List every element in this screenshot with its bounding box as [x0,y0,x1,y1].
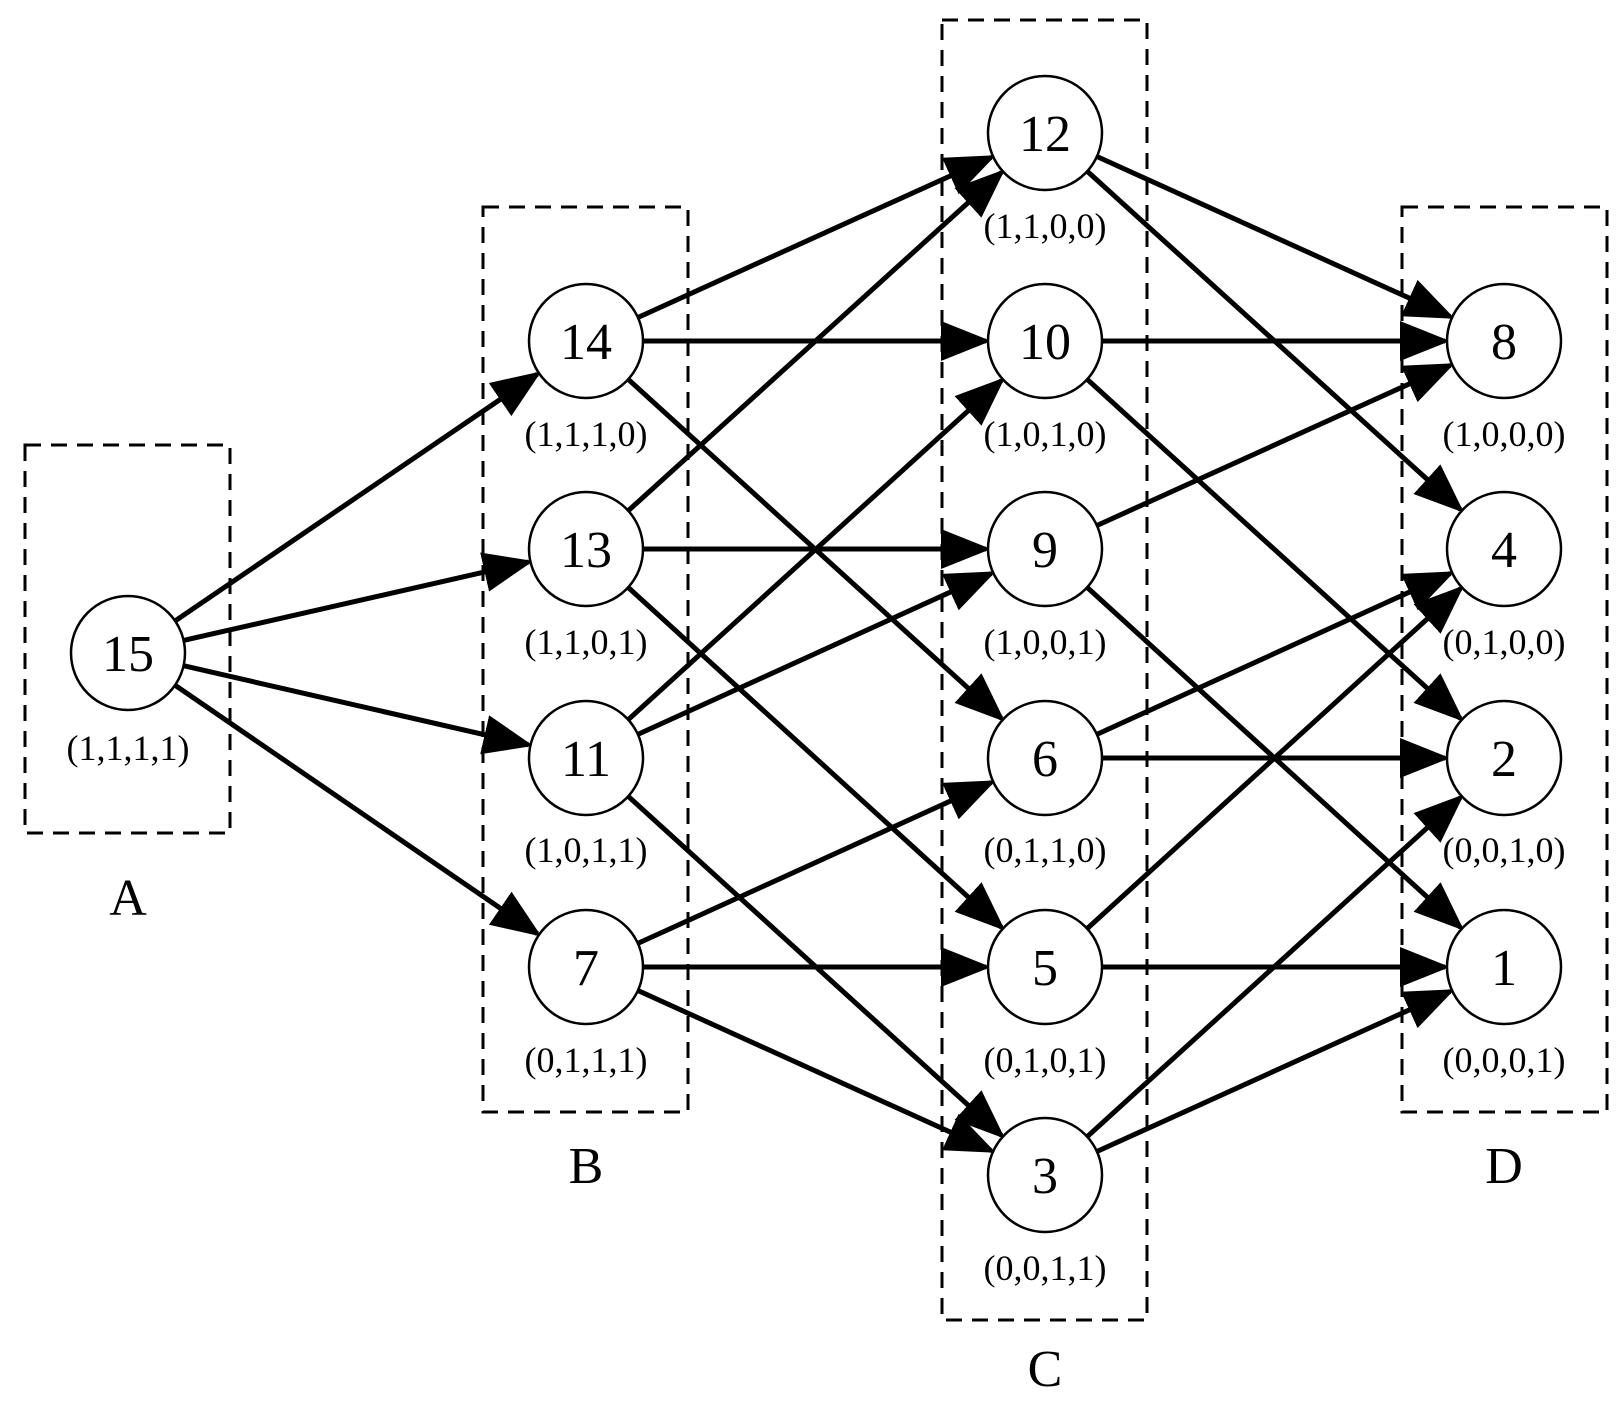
edge-12-to-8 [1095,154,1455,319]
node-1-label: 1 [1491,940,1517,997]
edge-10-to-2 [1085,377,1465,722]
node-7-code: (0,1,1,1) [525,1040,648,1080]
node-2-label: 2 [1491,731,1517,788]
node-2-code: (0,0,1,0) [1443,830,1566,870]
group-label-b: B [569,1138,604,1195]
node-5-label: 5 [1032,940,1058,997]
node-8-code: (1,0,0,0) [1443,414,1566,454]
node-8-circle [1445,282,1563,400]
node-10-code: (1,0,1,0) [984,414,1107,454]
group-box-d [1400,205,1609,1114]
edge-7-to-6 [636,780,996,946]
node-12-label: 12 [1019,106,1071,163]
node-13: 13 (1,1,0,1) [525,490,648,662]
node-15: 15 (1,1,1,1) [67,594,190,768]
node-13-code: (1,1,0,1) [525,622,648,662]
node-11: 11 (1,0,1,1) [525,699,648,870]
node-7-circle [527,908,645,1026]
node-5: 5 (0,1,0,1) [984,908,1107,1080]
edge-5-to-4 [1085,585,1465,931]
edge-15-to-11 [182,663,534,755]
edge-11-to-9 [636,571,996,737]
edge-15-to-7 [173,683,542,937]
node-14-label: 14 [560,314,612,371]
node-10-circle [986,282,1104,400]
node-11-code: (1,0,1,1) [525,830,648,870]
node-8-label: 8 [1491,314,1517,371]
node-3-code: (0,0,1,1) [984,1248,1107,1288]
edge-13-to-12 [626,169,1005,513]
node-9-circle [986,490,1104,608]
edge-7-to-3 [636,988,996,1153]
node-6-label: 6 [1032,731,1058,788]
node-12-code: (1,1,0,0) [984,206,1107,246]
node-11-circle [527,699,645,817]
group-label-c: C [1028,1341,1063,1398]
node-3-label: 3 [1032,1148,1058,1205]
node-6-circle [986,699,1104,817]
node-14-code: (1,1,1,0) [525,414,648,454]
edge-3-to-2 [1085,794,1465,1139]
edges [173,154,1465,1154]
node-4: 4 (0,1,0,0) [1443,490,1566,662]
node-7: 7 (0,1,1,1) [525,908,648,1080]
node-4-code: (0,1,0,0) [1443,622,1566,662]
node-9-label: 9 [1032,522,1058,579]
node-8: 8 (1,0,0,0) [1443,282,1566,454]
node-14: 14 (1,1,1,0) [525,282,648,454]
node-2-circle [1445,699,1563,817]
node-4-circle [1445,490,1563,608]
node-9-code: (1,0,0,1) [984,622,1107,662]
node-12: 12 (1,1,0,0) [984,74,1107,246]
node-15-code: (1,1,1,1) [67,728,190,768]
node-6: 6 (0,1,1,0) [984,699,1107,870]
edge-9-to-8 [1095,363,1455,528]
node-1: 1 (0,0,0,1) [1443,908,1566,1080]
node-13-circle [527,490,645,608]
node-3-circle [986,1116,1104,1234]
node-1-circle [1445,908,1563,1026]
group-labels: A B C D [109,870,1523,1398]
node-12-circle [986,74,1104,192]
edge-11-to-10 [626,377,1006,722]
node-4-label: 4 [1491,522,1517,579]
group-label-a: A [109,870,147,927]
node-1-code: (0,0,0,1) [1443,1040,1566,1080]
node-5-code: (0,1,0,1) [984,1040,1107,1080]
edge-15-to-13 [183,552,534,643]
group-box-a [23,443,232,835]
node-15-circle [69,594,187,712]
edge-13-to-5 [626,585,1006,931]
node-14-circle [527,282,645,400]
node-13-label: 13 [560,522,612,579]
node-11-label: 11 [561,731,611,788]
edge-14-to-12 [636,155,996,320]
node-15-label: 15 [102,626,154,683]
node-10-label: 10 [1019,314,1071,371]
group-label-d: D [1485,1138,1523,1195]
node-2: 2 (0,0,1,0) [1443,699,1566,870]
node-6-code: (0,1,1,0) [984,830,1107,870]
node-5-circle [986,908,1104,1026]
edge-6-to-4 [1095,571,1455,737]
group-box-b [481,205,690,1114]
edge-15-to-14 [173,371,542,623]
node-7-label: 7 [573,940,599,997]
node-9: 9 (1,0,0,1) [984,490,1107,662]
node-3: 3 (0,0,1,1) [984,1116,1107,1288]
node-10: 10 (1,0,1,0) [984,282,1107,454]
edge-3-to-1 [1095,989,1455,1154]
group-boxes [23,18,1609,1322]
